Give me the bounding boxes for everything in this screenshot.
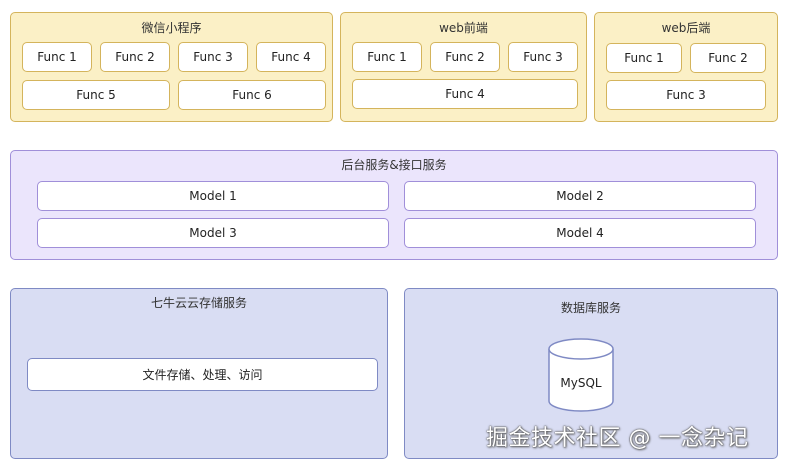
- group-web-backend: web后端 Func 1 Func 2 Func 3: [594, 12, 778, 122]
- group-title: web后端: [661, 21, 711, 35]
- func-box: Func 1: [352, 42, 422, 72]
- func-box: Func 4: [256, 42, 326, 72]
- group-title: 数据库服务: [560, 301, 621, 315]
- func-box: Func 4: [352, 79, 578, 109]
- func-box: Func 1: [22, 42, 92, 72]
- model-box: Model 1: [37, 181, 389, 211]
- func-box: Func 2: [100, 42, 170, 72]
- group-title: 微信小程序: [141, 21, 202, 35]
- func-box: Func 2: [690, 43, 766, 73]
- group-title: 七牛云云存储服务: [150, 296, 247, 310]
- func-box: Func 3: [606, 80, 766, 110]
- func-box: Func 3: [178, 42, 248, 72]
- func-box: Func 6: [178, 80, 326, 110]
- model-box: Model 3: [37, 218, 389, 248]
- database-label: MySQL: [560, 376, 602, 390]
- group-backend-service: 后台服务&接口服务 Model 1 Model 2 Model 3 Model …: [10, 150, 778, 260]
- func-box: Func 5: [22, 80, 170, 110]
- group-title: 后台服务&接口服务: [341, 158, 447, 172]
- model-box: Model 2: [404, 181, 756, 211]
- model-box: Model 4: [404, 218, 756, 248]
- database-cylinder-icon: [548, 338, 614, 412]
- func-box: Func 2: [430, 42, 500, 72]
- storage-box: 文件存储、处理、访问: [27, 358, 378, 391]
- group-database-service: 数据库服务 MySQL: [404, 288, 778, 459]
- group-wechat-miniprogram: 微信小程序 Func 1 Func 2 Func 3 Func 4 Func 5…: [10, 12, 333, 122]
- group-qiniu-storage: 七牛云云存储服务 文件存储、处理、访问: [10, 288, 388, 459]
- group-title: web前端: [439, 21, 488, 35]
- watermark-text: 掘金技术社区 @ 一念杂记: [486, 426, 749, 451]
- func-box: Func 1: [606, 43, 682, 73]
- group-web-frontend: web前端 Func 1 Func 2 Func 3 Func 4: [340, 12, 587, 122]
- func-box: Func 3: [508, 42, 578, 72]
